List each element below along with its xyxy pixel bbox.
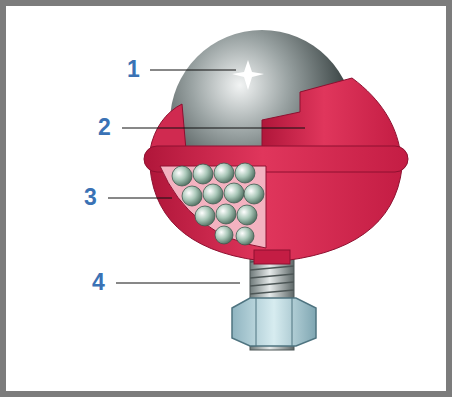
housing-cap	[262, 78, 400, 150]
nut-edge	[292, 298, 293, 346]
hex-nut	[232, 298, 316, 346]
highlight-star	[232, 60, 264, 90]
frame-border	[3, 3, 449, 394]
bearing-balls	[172, 163, 264, 245]
housing-neck	[254, 250, 290, 264]
callout-number: 3	[84, 186, 97, 209]
callout-number: 4	[92, 271, 105, 294]
callout-number: 2	[98, 116, 111, 139]
leader-lines	[108, 70, 305, 283]
housing-cap	[150, 104, 186, 150]
callout-number: 1	[127, 58, 140, 81]
nut-edge	[256, 298, 257, 346]
